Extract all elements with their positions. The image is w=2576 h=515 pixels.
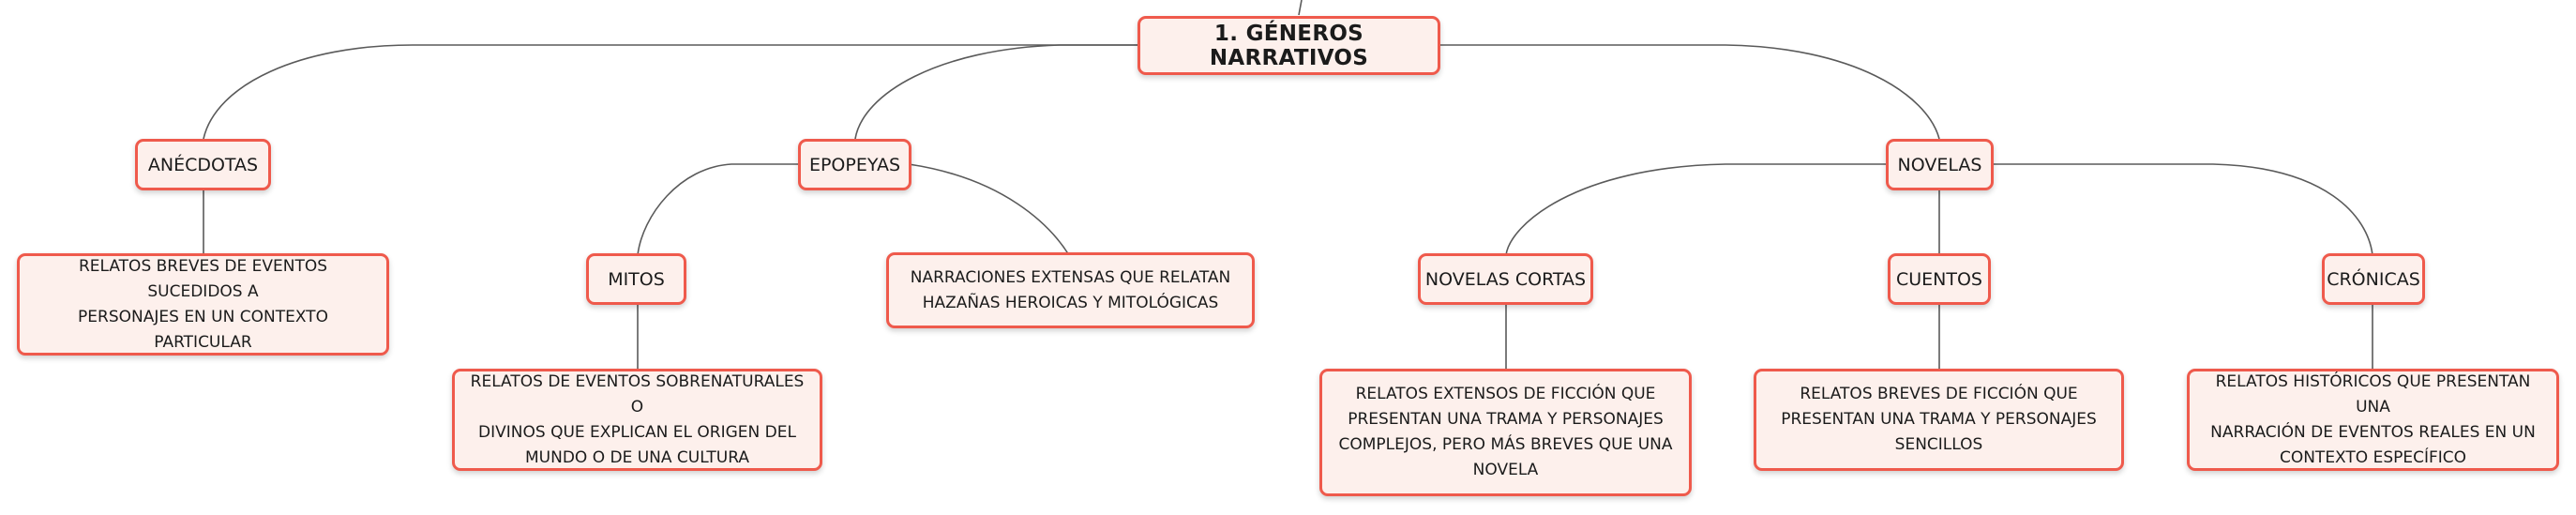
topic-novelas[interactable]: NOVELAS <box>1886 139 1994 190</box>
topic-epopeyas-label: EPOPEYAS <box>808 154 901 175</box>
connector-novelas-cronicas <box>1989 163 2373 256</box>
mitos-desc-line-3: MUNDO O DE UNA CULTURA <box>525 447 749 467</box>
topic-novelas-label: NOVELAS <box>1897 154 1982 175</box>
topic-anecdotas[interactable]: ANÉCDOTAS <box>135 139 271 190</box>
connector-root-epopeyas <box>854 44 1140 140</box>
topic-cuentos[interactable]: CUENTOS <box>1888 253 1991 305</box>
novelas-cortas-desc-line-2: PRESENTAN UNA TRAMA Y PERSONAJES <box>1348 410 1664 429</box>
novelas-cortas-description[interactable]: RELATOS EXTENSOS DE FICCIÓN QUE PRESENTA… <box>1319 369 1692 496</box>
connector-root-novelas <box>1439 44 1940 140</box>
novelas-cortas-desc-line-4: NOVELA <box>1472 461 1539 479</box>
anecdotas-desc-line-1: RELATOS BREVES DE EVENTOS SUCEDIDOS A <box>78 256 328 301</box>
epopeyas-desc-line-1: NARRACIONES EXTENSAS QUE RELATAN <box>910 267 1231 287</box>
topic-anecdotas-label: ANÉCDOTAS <box>147 154 259 175</box>
cuentos-desc-line-3: SENCILLOS <box>1894 435 1983 454</box>
novelas-cortas-desc-line-3: COMPLEJOS, PERO MÁS BREVES QUE UNA <box>1338 435 1673 454</box>
cronicas-desc-line-2: NARRACIÓN DE EVENTOS REALES EN UN <box>2210 422 2536 442</box>
topic-cronicas[interactable]: CRÓNICAS <box>2322 253 2425 305</box>
cronicas-desc-line-3: CONTEXTO ESPECÍFICO <box>2279 447 2467 467</box>
topic-novelas-cortas-label: NOVELAS CORTAS <box>1424 268 1587 290</box>
mitos-description[interactable]: RELATOS DE EVENTOS SOBRENATURALES O DIVI… <box>452 369 822 471</box>
topic-epopeyas[interactable]: EPOPEYAS <box>798 139 911 190</box>
topic-cuentos-label: CUENTOS <box>1895 268 1982 290</box>
mitos-desc-line-2: DIVINOS QUE EXPLICAN EL ORIGEN DEL <box>478 422 796 442</box>
cuentos-description[interactable]: RELATOS BREVES DE FICCIÓN QUE PRESENTAN … <box>1754 369 2124 471</box>
root-node[interactable]: 1. GÉNEROS NARRATIVOS <box>1137 16 1440 75</box>
novelas-cortas-desc-line-1: RELATOS EXTENSOS DE FICCIÓN QUE <box>1355 385 1656 403</box>
anecdotas-description[interactable]: RELATOS BREVES DE EVENTOS SUCEDIDOS A PE… <box>17 253 389 356</box>
epopeyas-desc-line-2: HAZAÑAS HEROICAS Y MITOLÓGICAS <box>922 293 1219 312</box>
connector-epopeyas-mitos <box>637 163 802 256</box>
cuentos-desc-line-2: PRESENTAN UNA TRAMA Y PERSONAJES <box>1781 410 2097 429</box>
connector-root-anecdotas <box>203 44 1140 140</box>
epopeyas-description[interactable]: NARRACIONES EXTENSAS QUE RELATAN HAZAÑAS… <box>886 252 1255 328</box>
cronicas-description[interactable]: RELATOS HISTÓRICOS QUE PRESENTAN UNA NAR… <box>2187 369 2559 471</box>
mitos-desc-line-1: RELATOS DE EVENTOS SOBRENATURALES O <box>470 371 805 417</box>
connector-epopeyas-narraciones <box>908 163 1070 256</box>
topic-novelas-cortas[interactable]: NOVELAS CORTAS <box>1418 253 1593 305</box>
topic-mitos-label: MITOS <box>608 268 665 290</box>
topic-mitos[interactable]: MITOS <box>586 253 686 305</box>
connector-novelas-cortas <box>1505 163 1891 256</box>
cuentos-desc-line-1: RELATOS BREVES DE FICCIÓN QUE <box>1800 385 2078 403</box>
topic-cronicas-label: CRÓNICAS <box>2327 268 2420 290</box>
anecdotas-desc-line-2: PERSONAJES EN UN CONTEXTO PARTICULAR <box>78 307 328 352</box>
cronicas-desc-line-1: RELATOS HISTÓRICOS QUE PRESENTAN UNA <box>2215 371 2531 417</box>
connector-root-parent <box>1298 0 1303 16</box>
root-label: 1. GÉNEROS NARRATIVOS <box>1209 21 1369 70</box>
